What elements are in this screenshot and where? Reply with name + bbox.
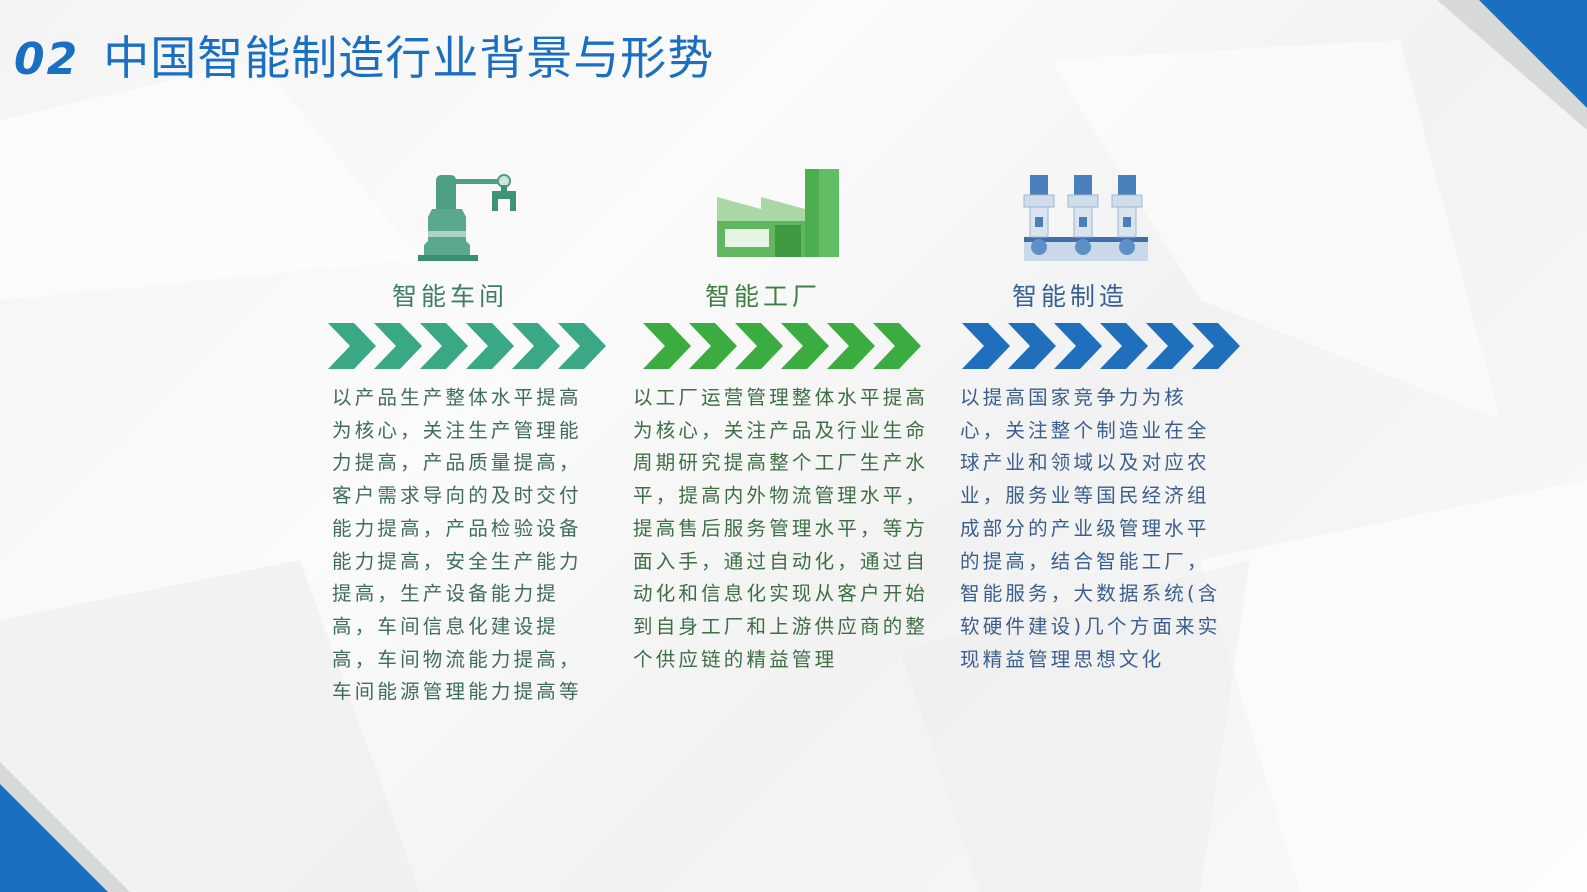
robot-arm-icon bbox=[418, 174, 516, 261]
corner-decoration-top-right-blue bbox=[1479, 0, 1587, 108]
chevron-right-icon bbox=[643, 323, 921, 369]
corner-decoration-bottom-left-blue bbox=[0, 784, 108, 892]
column-description: 以提高国家竞争力为核心，关注整个制造业在全球产业和领域以及对应农业，服务业等国民… bbox=[960, 386, 1221, 671]
chevron-right-icon bbox=[962, 323, 1240, 369]
column-label: 智能车间 bbox=[392, 282, 509, 311]
slide-number: 02 bbox=[14, 34, 80, 85]
column-label: 智能工厂 bbox=[705, 282, 822, 311]
column-description: 以工厂运营管理整体水平提高为核心，关注产品及行业生命周期研究提高整个工厂生产水平… bbox=[633, 386, 929, 671]
chevron-arrows bbox=[328, 323, 606, 369]
valves-icon bbox=[1023, 174, 1148, 261]
slide-heading: 中国智能制造行业背景与形势 bbox=[103, 31, 715, 85]
factory-icon bbox=[717, 169, 839, 257]
chevron-right-icon bbox=[328, 323, 606, 369]
chevron-arrows bbox=[962, 323, 1240, 369]
slide-title: 02 中国智能制造行业背景与形势 bbox=[14, 22, 714, 88]
column-description: 以产品生产整体水平提高为核心，关注生产管理能力提高，产品质量提高，客户需求导向的… bbox=[332, 386, 582, 704]
chevron-arrows bbox=[643, 323, 921, 369]
column-label: 智能制造 bbox=[1012, 282, 1129, 311]
